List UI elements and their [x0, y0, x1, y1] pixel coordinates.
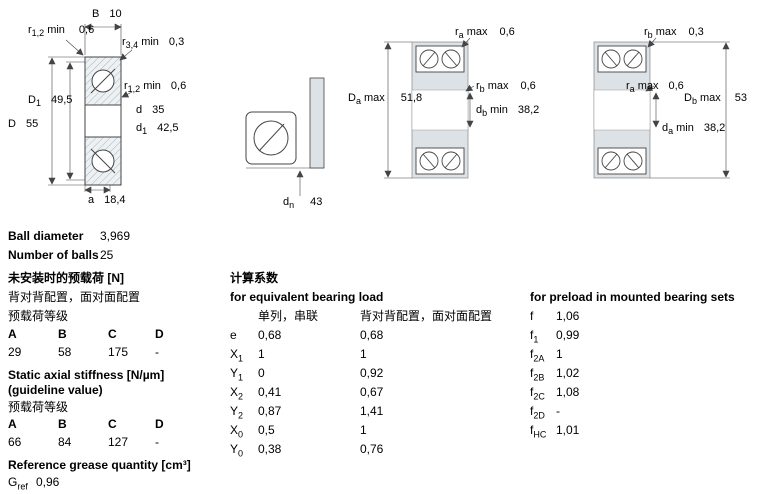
factor-symbol-f2C: f2C: [530, 385, 545, 402]
ball-diameter-label: Ball diameter: [8, 229, 84, 243]
calc-symbol-X0: X0: [230, 423, 244, 440]
stiffness-header-B: B: [58, 417, 67, 431]
stiffness-value-B: 84: [58, 435, 72, 449]
preload-header-A: A: [8, 327, 17, 341]
calc-title: 计算系数: [230, 271, 279, 285]
set-face-to-face-drawing: [593, 37, 730, 179]
calc-symbol-Y1: Y1: [230, 366, 244, 383]
mounting-drawing: [245, 77, 325, 196]
calc-col2-header: 背对背配置，面对面配置: [360, 309, 493, 323]
calc-symbol-X2: X2: [230, 385, 244, 402]
calc-v1-X1: 1: [258, 347, 265, 361]
factor-value-f2A: 1: [556, 347, 563, 361]
calc-v1-X2: 0,41: [258, 385, 282, 399]
factor-value-f2D: -: [556, 404, 560, 418]
factor-symbol-fHC: fHC: [530, 423, 547, 440]
grease-title: Reference grease quantity [cm³]: [8, 458, 191, 472]
calc-v2-X0: 1: [360, 423, 367, 437]
calc-v1-e: 0,68: [258, 328, 282, 342]
calc-v2-X1: 1: [360, 347, 367, 361]
calc-col1-header: 单列，串联: [258, 309, 319, 323]
preload-unmounted-title: 未安装时的预载荷 [N]: [8, 271, 124, 285]
calc-symbol-e: e: [230, 328, 237, 342]
preload-value-A: 29: [8, 345, 22, 359]
technical-drawings: [48, 23, 730, 196]
stiffness-title: Static axial stiffness [N/µm]: [8, 368, 165, 382]
set-back-to-back-drawing: [384, 37, 475, 179]
calc-v2-Y1: 0,92: [360, 366, 384, 380]
calc-v1-Y1: 0: [258, 366, 265, 380]
stiffness-header-C: C: [108, 417, 117, 431]
calc-v1-Y0: 0,38: [258, 442, 282, 456]
factor-symbol-f: f: [530, 309, 534, 323]
preload-factors-title: for preload in mounted bearing sets: [530, 290, 735, 304]
calc-subtitle: for equivalent bearing load: [230, 290, 384, 304]
calc-symbol-Y2: Y2: [230, 404, 244, 421]
stiffness-value-D: -: [155, 435, 159, 449]
factor-symbol-f2D: f2D: [530, 404, 545, 421]
factor-value-f: 1,06: [556, 309, 580, 323]
factor-value-fHC: 1,01: [556, 423, 580, 437]
factor-value-f2B: 1,02: [556, 366, 580, 380]
calc-v2-e: 0,68: [360, 328, 384, 342]
stiffness-subtitle: (guideline value): [8, 383, 103, 397]
calc-v2-Y0: 0,76: [360, 442, 384, 456]
preload-header-D: D: [155, 327, 164, 341]
stiffness-value-A: 66: [8, 435, 22, 449]
preload-value-B: 58: [58, 345, 72, 359]
calc-symbol-Y0: Y0: [230, 442, 244, 459]
preload-value-C: 175: [108, 345, 129, 359]
number-of-balls-label: Number of balls: [8, 248, 99, 262]
ball-diameter-value: 3,969: [100, 229, 131, 243]
cross-section-drawing: [48, 23, 133, 194]
factor-symbol-f2B: f2B: [530, 366, 545, 383]
preload-class-label: 预载荷等级: [8, 309, 69, 323]
calc-symbol-X1: X1: [230, 347, 244, 364]
preload-header-C: C: [108, 327, 117, 341]
factor-value-f1: 0,99: [556, 328, 580, 342]
factor-symbol-f1: f1: [530, 328, 539, 345]
factor-value-f2C: 1,08: [556, 385, 580, 399]
stiffness-header-A: A: [8, 417, 17, 431]
stiffness-header-D: D: [155, 417, 164, 431]
preload-value-D: -: [155, 345, 159, 359]
factor-symbol-f2A: f2A: [530, 347, 545, 364]
grease-value: 0,96: [36, 475, 60, 489]
preload-unmounted-subtitle: 背对背配置，面对面配置: [8, 290, 141, 304]
calc-v1-X0: 0,5: [258, 423, 275, 437]
stiffness-value-C: 127: [108, 435, 129, 449]
number-of-balls-value: 25: [100, 248, 114, 262]
grease-symbol: Gref: [8, 475, 28, 492]
preload-header-B: B: [58, 327, 67, 341]
calc-v2-Y2: 1,41: [360, 404, 384, 418]
stiffness-class-label: 预载荷等级: [8, 400, 69, 414]
calc-v1-Y2: 0,87: [258, 404, 282, 418]
calc-v2-X2: 0,67: [360, 385, 384, 399]
